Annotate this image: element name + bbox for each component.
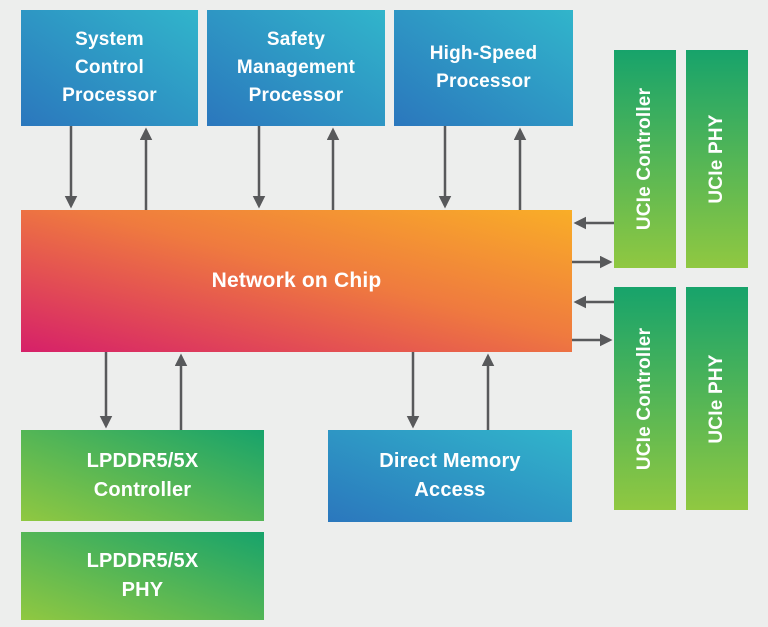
node-high-speed-processor: High-Speed Processor <box>394 10 573 126</box>
node-label: LPDDR5/5X Controller <box>86 449 199 501</box>
node-direct-memory-access: Direct Memory Access <box>328 430 572 522</box>
node-safety-management-processor: Safety Management Processor <box>207 10 385 126</box>
node-label: UCIe PHY <box>706 353 727 444</box>
node-ucie-controller-top: UCIe Controller <box>614 50 676 268</box>
node-label: Direct Memory Access <box>379 450 521 501</box>
node-label: Safety Management Processor <box>236 29 356 106</box>
node-lpddr5-controller: LPDDR5/5X Controller <box>21 430 264 521</box>
node-ucie-controller-bottom: UCIe Controller <box>614 287 676 510</box>
node-label: System Control Processor <box>62 29 157 106</box>
node-lpddr5-phy: LPDDR5/5X PHY <box>21 532 264 620</box>
node-label: Network on Chip <box>211 269 382 292</box>
node-ucie-phy-bottom: UCIe PHY <box>686 287 748 510</box>
node-label: LPDDR5/5X PHY <box>86 550 199 601</box>
node-network-on-chip: Network on Chip <box>21 210 572 352</box>
node-ucie-phy-top: UCIe PHY <box>686 50 748 268</box>
node-label: UCIe Controller <box>634 327 655 470</box>
node-label: UCIe Controller <box>634 87 655 231</box>
node-label: UCIe PHY <box>706 114 727 204</box>
node-system-control-processor: System Control Processor <box>21 10 198 126</box>
node-label: High-Speed Processor <box>429 43 538 92</box>
